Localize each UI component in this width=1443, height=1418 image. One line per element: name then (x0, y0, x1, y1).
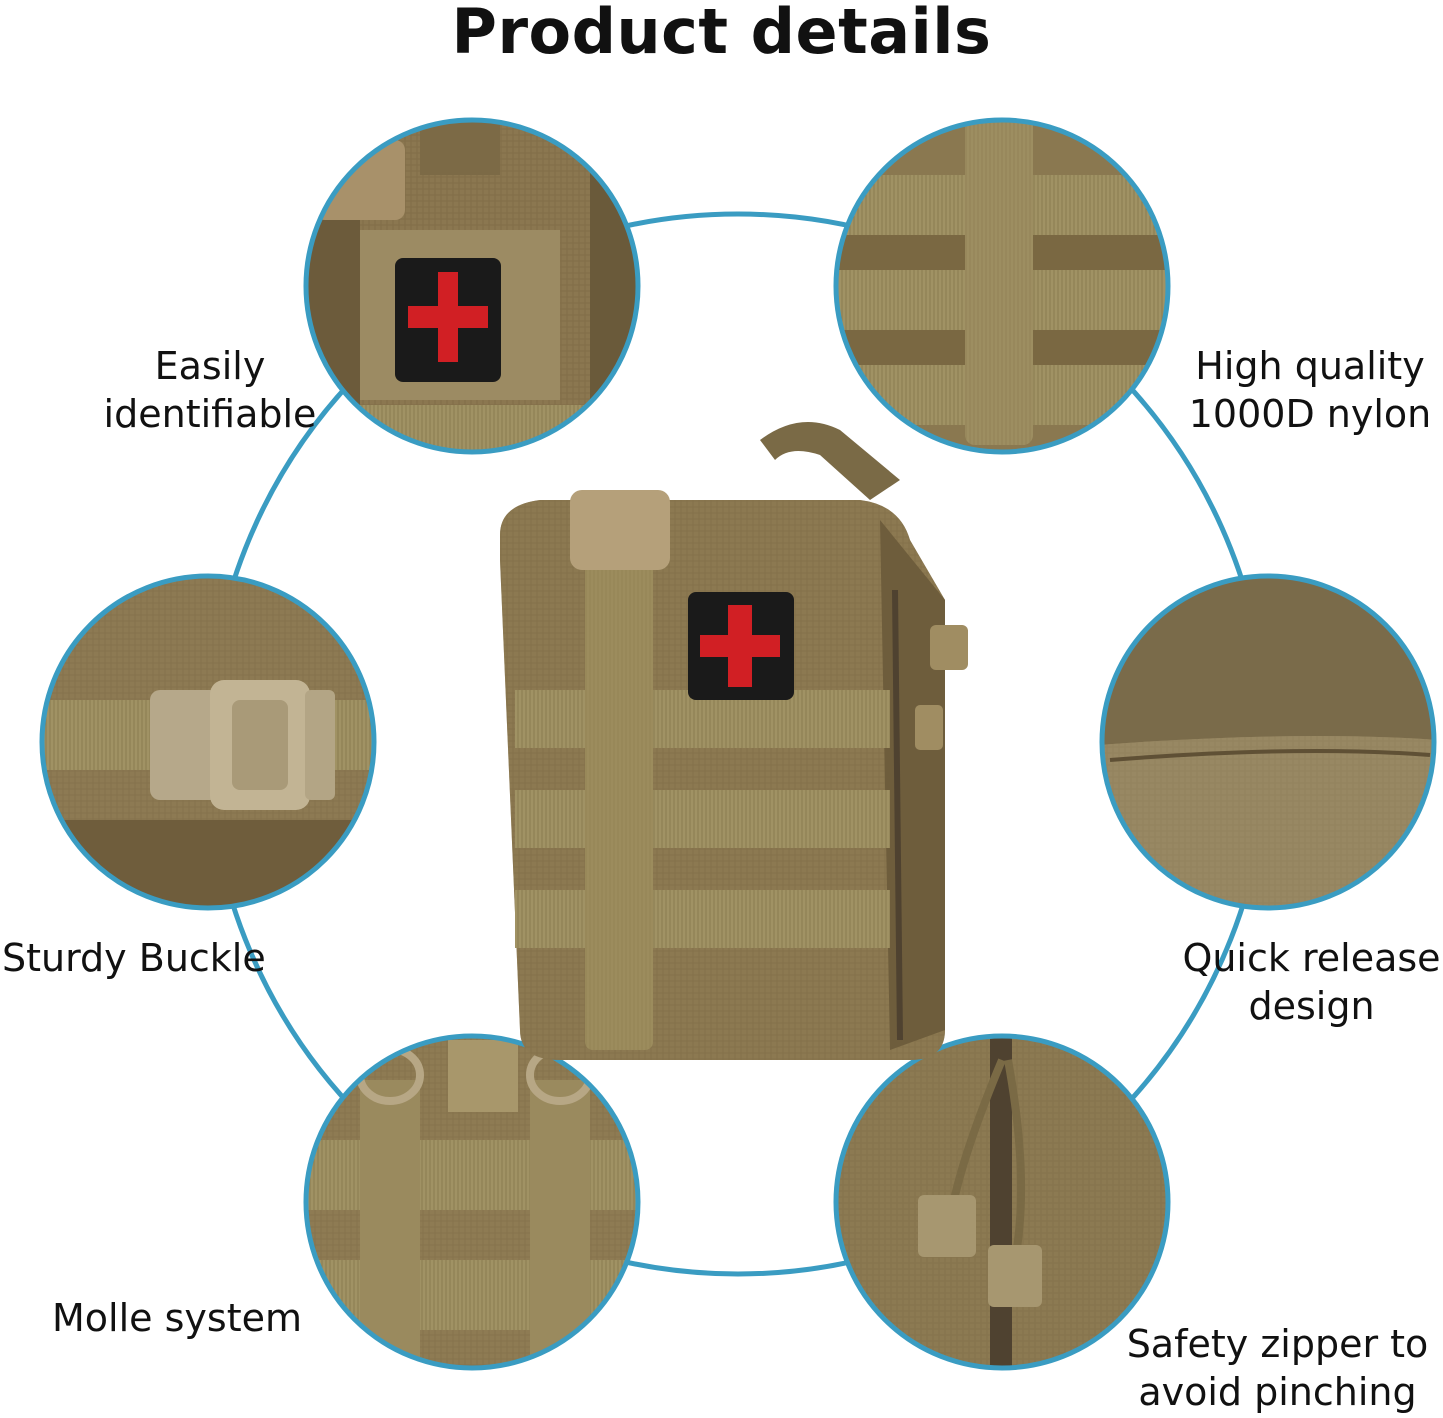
feature-label-sturdy-buckle: Sturdy Buckle (2, 936, 266, 980)
buckle-icon (150, 680, 335, 810)
page-title: Product details (451, 0, 992, 68)
central-pouch (500, 422, 968, 1060)
feature-label-safety-zipper: Safety zipper to avoid pinching (1126, 1322, 1429, 1414)
detail-circle-nylon (836, 120, 1168, 452)
feature-label-quick-release: Quick release design (1182, 936, 1441, 1028)
zipper-pull-icon (918, 1195, 1042, 1307)
feature-label-easily-identifiable: Easily identifiable (103, 344, 317, 436)
feature-label-molle-system: Molle system (52, 1296, 302, 1340)
detail-circle-quick-release (1102, 576, 1434, 908)
detail-circle-molle (306, 1036, 638, 1368)
detail-circle-zipper (836, 1036, 1168, 1368)
feature-label-high-quality-nylon: High quality 1000D nylon (1188, 344, 1432, 436)
detail-circle-buckle (42, 576, 374, 908)
